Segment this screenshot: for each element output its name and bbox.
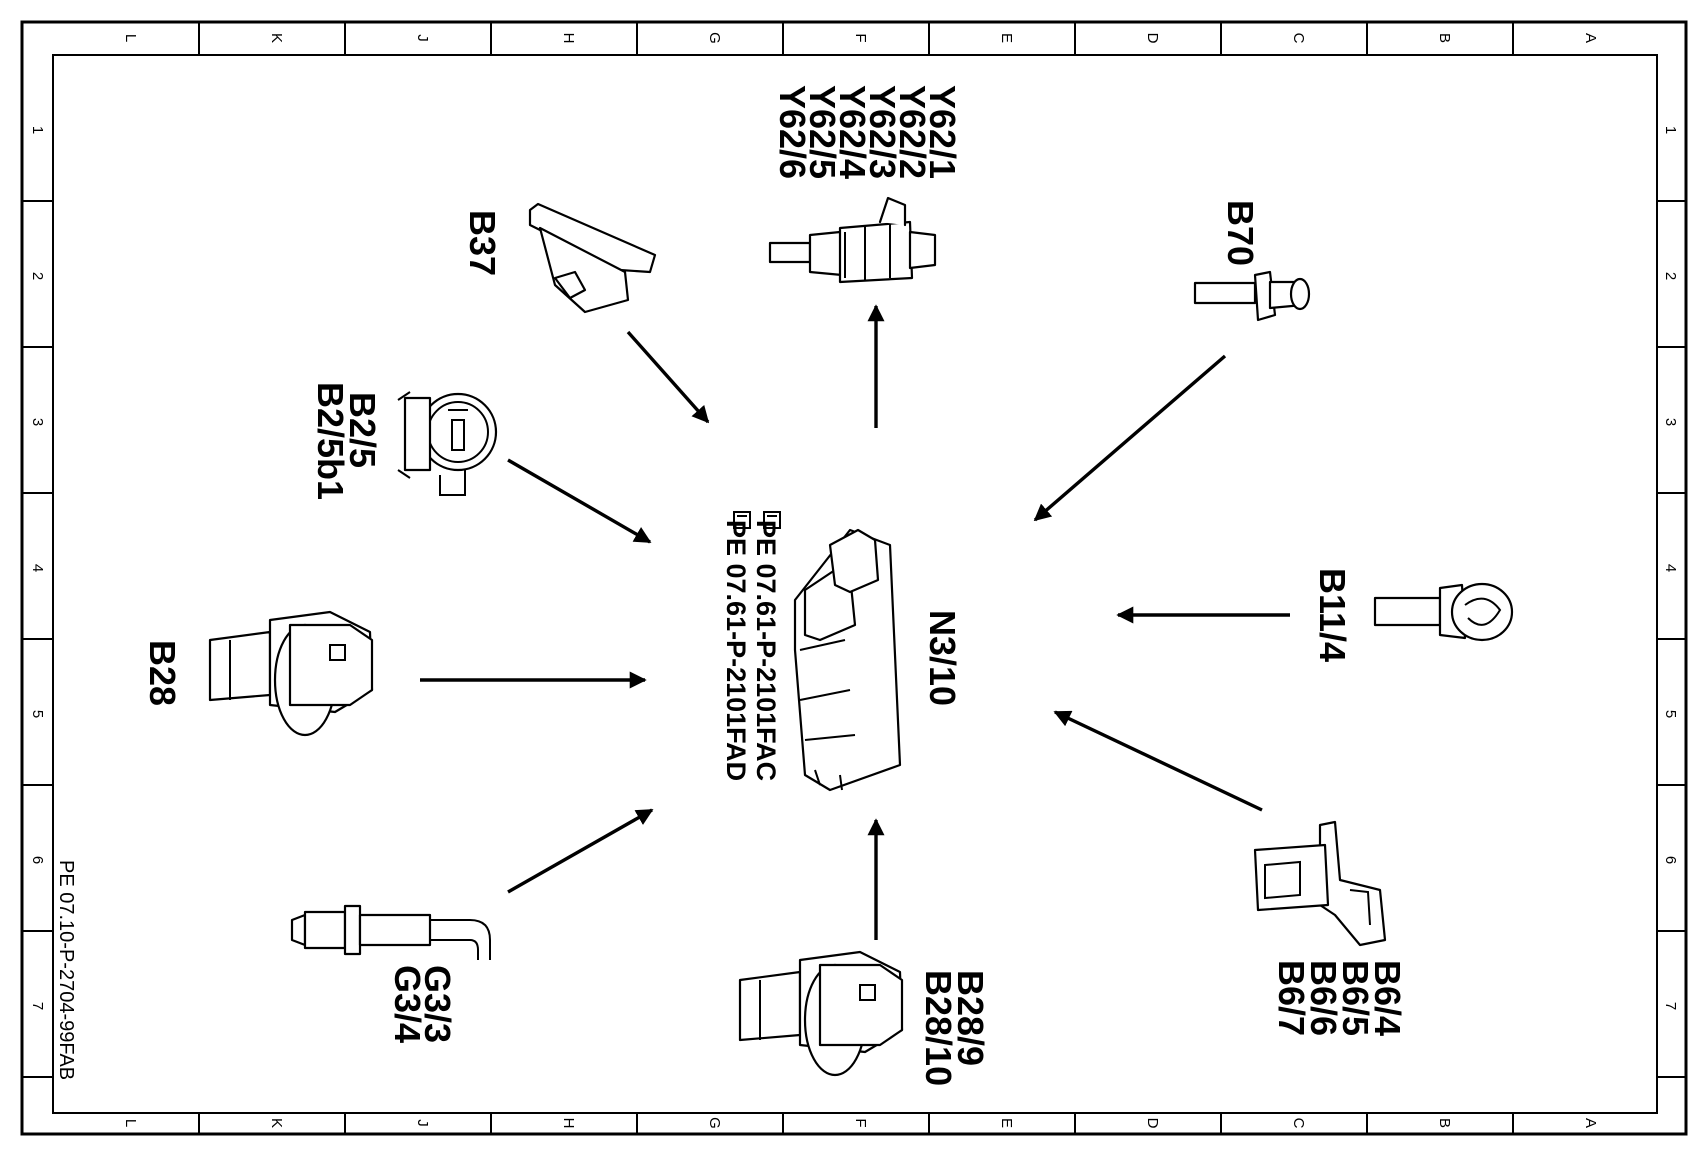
row-labels-left: 1 2 3 4 5 6 7: [29, 126, 46, 1010]
sensor-b70: B70: [1193, 200, 1311, 322]
component-label: Y62/3: [862, 85, 903, 179]
document-number: PE 07.10-P-2704-99FAB: [55, 860, 77, 1080]
component-label: B11/4: [1312, 568, 1353, 662]
zone-label: L: [122, 1119, 139, 1127]
component-label: B6/7: [1271, 960, 1312, 1036]
zone-label: 2: [1662, 272, 1679, 280]
zone-label: K: [268, 33, 285, 43]
zone-label: 5: [1662, 710, 1679, 718]
coolant-sensor-b11-4: B11/4: [1312, 568, 1514, 662]
component-label: B28/9: [950, 970, 991, 1066]
component-label: B70: [1220, 200, 1261, 266]
column-labels-top: L K J H G F E D C B A: [122, 32, 1599, 44]
zone-label: G: [706, 32, 723, 44]
pointing-hand-icon: [763, 511, 781, 529]
row-labels-right: 1 2 3 4 5 6 7: [1662, 126, 1679, 1010]
zone-label: 1: [1662, 126, 1679, 134]
zone-label: 3: [29, 418, 46, 426]
component-label: Y62/5: [802, 85, 843, 179]
inner-frame: [52, 54, 1658, 1114]
zone-label: L: [122, 34, 139, 42]
zone-label: F: [852, 1118, 869, 1127]
arrow-from-b37: [626, 330, 710, 424]
column-labels-bottom: L K J H G F E D C B A: [122, 1117, 1599, 1129]
pedal-sensor-b37: B37: [462, 202, 657, 314]
zone-label: 7: [1662, 1002, 1679, 1010]
column-dividers: [198, 22, 1514, 1134]
component-label: B28/10: [918, 970, 959, 1086]
zone-label: D: [1144, 33, 1161, 44]
pointing-hand-icon: [733, 511, 751, 529]
zone-label: E: [998, 33, 1015, 43]
arrow-from-b70: [1033, 354, 1227, 522]
camshaft-sensor-b28-9: B28/9 B28/10: [738, 950, 991, 1086]
component-label: G3/3: [417, 965, 458, 1043]
ecu-n3-10: N3/10 PE 07.61-P-2101FAC PE 07.61-P-2101…: [721, 511, 963, 792]
zone-label: A: [1582, 33, 1599, 43]
zone-label: J: [414, 34, 431, 42]
component-label: B37: [462, 210, 503, 276]
component-label: B2/5b1: [310, 382, 351, 500]
zone-label: 7: [29, 1002, 46, 1010]
component-label: G3/4: [387, 965, 428, 1043]
ecu-reference: PE 07.61-P-2101FAD: [721, 520, 751, 781]
ecu-label: N3/10: [922, 610, 963, 706]
zone-label: D: [1144, 1118, 1161, 1129]
component-label: B2/5: [342, 392, 383, 468]
component-label: B6/6: [1303, 960, 1344, 1036]
zone-label: 3: [1662, 418, 1679, 426]
air-mass-sensor-b2-5: B2/5 B2/5b1: [310, 382, 498, 500]
component-label: B28: [142, 640, 183, 706]
oxygen-sensor-g3: G3/3 G3/4: [290, 904, 491, 1043]
ecu-reference: PE 07.61-P-2101FAC: [751, 520, 781, 781]
zone-label: 2: [29, 272, 46, 280]
component-label: Y62/6: [772, 85, 813, 179]
zone-label: K: [268, 1118, 285, 1128]
component-label: B6/4: [1367, 960, 1408, 1036]
zone-label: F: [852, 33, 869, 42]
crankshaft-sensor-b28: B28: [142, 610, 374, 737]
zone-label: 4: [1662, 564, 1679, 572]
component-label: Y62/1: [922, 85, 963, 179]
zone-label: J: [414, 1119, 431, 1127]
injector-y62: Y62/1 Y62/2 Y62/3 Y62/4 Y62/5 Y62/6: [768, 85, 963, 284]
zone-label: H: [560, 33, 577, 44]
zone-label: C: [1290, 1118, 1307, 1129]
zone-label: 6: [1662, 856, 1679, 864]
zone-label: H: [560, 1118, 577, 1129]
zone-label: E: [998, 1118, 1015, 1128]
camshaft-sensor-b6: B6/4 B6/5 B6/6 B6/7: [1253, 820, 1408, 1036]
injector-labels: Y62/1 Y62/2 Y62/3 Y62/4 Y62/5 Y62/6: [772, 85, 963, 179]
component-label: Y62/4: [832, 85, 873, 179]
component-label: B6/5: [1335, 960, 1376, 1036]
row-dividers: [22, 200, 1686, 1078]
zone-label: C: [1290, 33, 1307, 44]
zone-label: A: [1582, 1118, 1599, 1128]
arrow-from-g3: [507, 808, 654, 894]
zone-label: G: [706, 1117, 723, 1129]
zone-label: B: [1436, 33, 1453, 43]
component-label: Y62/2: [892, 85, 933, 179]
zone-label: B: [1436, 1118, 1453, 1128]
arrow-from-b2-5: [507, 458, 652, 544]
zone-label: 1: [29, 126, 46, 134]
outer-frame: [20, 20, 1688, 1136]
zone-label: 5: [29, 710, 46, 718]
zone-label: 4: [29, 564, 46, 572]
zone-label: 6: [29, 856, 46, 864]
arrow-from-b6: [1053, 710, 1263, 812]
